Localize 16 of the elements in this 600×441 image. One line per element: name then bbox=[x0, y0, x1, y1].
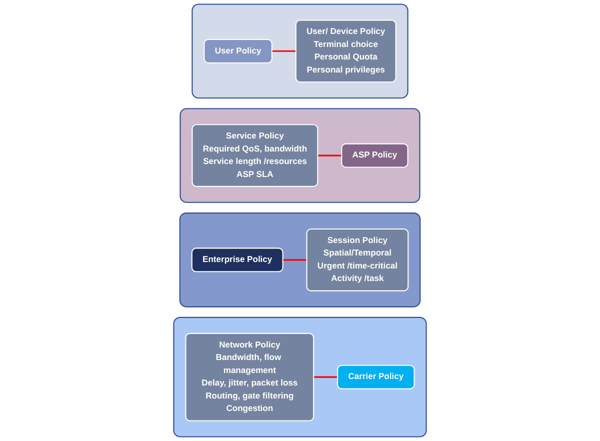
node-box: User Policy bbox=[204, 38, 272, 64]
node-box: Network Policy Bandwidth, flow management Delay, jitter, packet loss Routing, gate filtering Congestion bbox=[185, 332, 314, 422]
node-box: Carrier Policy bbox=[337, 364, 415, 390]
node-box: Session Policy Spatial/Temporal Urgent /time-critical Activity /task bbox=[306, 228, 409, 292]
connector bbox=[282, 259, 307, 261]
cluster bbox=[179, 212, 421, 308]
connector bbox=[318, 154, 342, 156]
node-box: Enterprise Policy bbox=[191, 248, 284, 272]
connector bbox=[272, 50, 296, 52]
node-box: User/ Device Policy Terminal choice Personal Quota Personal privileges bbox=[295, 20, 396, 83]
connector bbox=[314, 376, 338, 378]
cluster bbox=[192, 4, 408, 99]
node-box: Service Policy Required QoS, bandwidth Service length /resources ASP SLA bbox=[192, 124, 318, 187]
node-box: ASP Policy bbox=[341, 143, 408, 168]
cluster bbox=[180, 108, 420, 203]
cluster bbox=[173, 316, 427, 438]
